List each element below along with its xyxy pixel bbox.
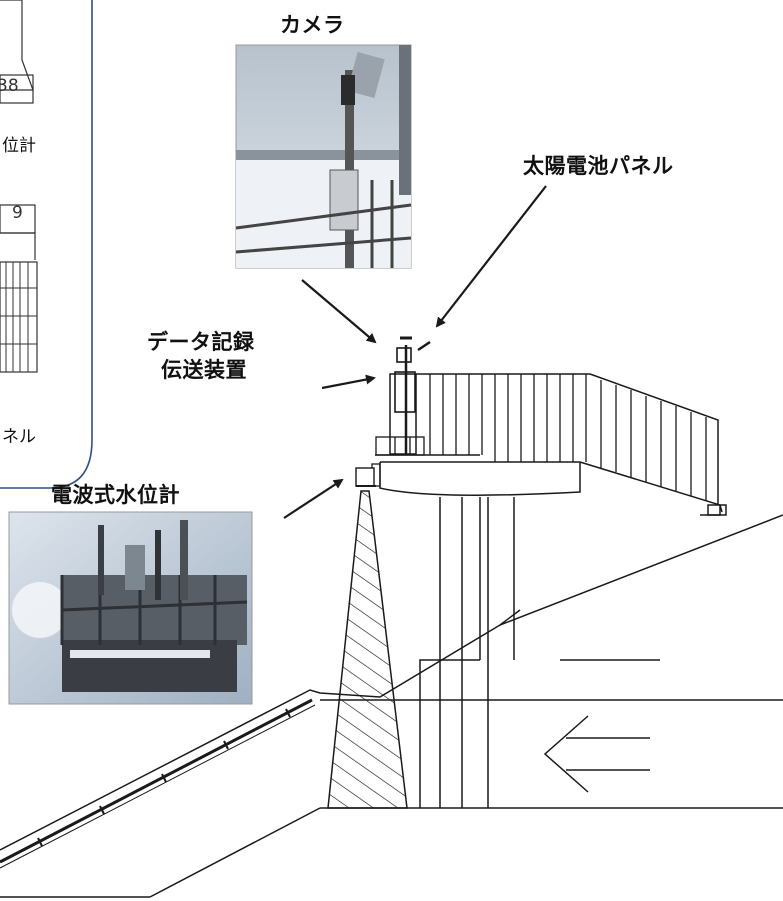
inset-mid-number: 9 [12, 203, 23, 223]
railing-posts [429, 374, 707, 500]
radar-sensor [327, 467, 408, 809]
monitoring-equipment [371, 336, 431, 487]
camera-label: カメラ [280, 13, 345, 37]
inset-water-gauge-text: 位計 [2, 136, 36, 156]
logger-label-line1: データ記録 [147, 330, 255, 354]
arrow-icon [301, 279, 377, 344]
pointer-arrows [283, 185, 547, 519]
inset-panel [0, 0, 93, 489]
hatch-pattern [327, 490, 408, 809]
radar-gauge-photo [8, 511, 253, 705]
arrow-icon [435, 185, 547, 328]
radar-gauge-label: 電波式水位計 [51, 483, 180, 507]
arrow-icon [321, 374, 376, 390]
camera-photo [235, 44, 412, 269]
slope-handrail [0, 698, 316, 869]
inset-panel-text: ネル [2, 427, 36, 447]
arrow-icon [283, 478, 344, 519]
bridge-structure [0, 373, 783, 898]
logger-label-line2: 伝送装置 [161, 358, 247, 382]
inset-top-number: 38 [0, 76, 19, 96]
solar-panel-label: 太陽電池パネル [523, 154, 674, 178]
flow-direction-arrow-icon [543, 715, 650, 793]
